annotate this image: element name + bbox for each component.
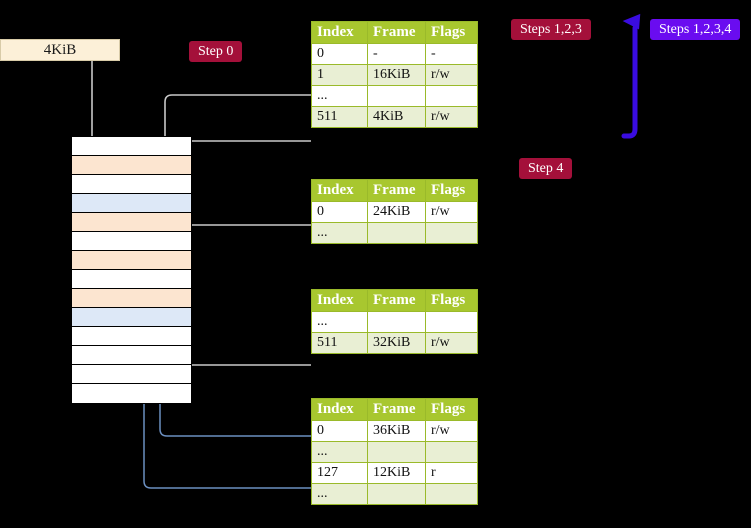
cell-frame: 4KiB <box>367 106 426 128</box>
cell-flags <box>425 85 478 107</box>
cell-frame: 32KiB <box>367 332 426 354</box>
column-header-frame: Frame <box>367 179 426 202</box>
column-header-frame: Frame <box>367 398 426 421</box>
memory-frame-row <box>72 384 191 403</box>
memory-frame-row <box>72 365 191 384</box>
cell-flags: r/w <box>425 106 478 128</box>
cell-index: 0 <box>311 43 368 65</box>
cell-index: ... <box>311 441 368 463</box>
cell-index: 127 <box>311 462 368 484</box>
column-header-index: Index <box>311 398 368 421</box>
cell-index: 1 <box>311 64 368 86</box>
memory-frame-row <box>72 270 191 289</box>
cell-index: ... <box>311 311 368 333</box>
cell-index: ... <box>311 483 368 505</box>
memory-frame-row <box>72 289 191 308</box>
cell-index: 0 <box>311 420 368 442</box>
size-label-4kib: 4KiB <box>0 39 120 61</box>
cell-index: ... <box>311 85 368 107</box>
memory-frame-row <box>72 308 191 327</box>
memory-frame-row <box>72 232 191 251</box>
badge-step-0: Step 0 <box>189 41 243 62</box>
column-header-index: Index <box>311 21 368 44</box>
badge-step-4: Step 4 <box>519 158 573 179</box>
page-table-row: ... <box>311 222 478 244</box>
page-table-row: ... <box>311 311 478 333</box>
cell-frame <box>367 441 426 463</box>
cell-flags: r/w <box>425 420 478 442</box>
column-header-flags: Flags <box>425 398 478 421</box>
cell-index: ... <box>311 222 368 244</box>
column-header-flags: Flags <box>425 289 478 312</box>
cell-frame: - <box>367 43 426 65</box>
cell-index: 0 <box>311 201 368 223</box>
cell-flags: r/w <box>425 201 478 223</box>
cell-index: 511 <box>311 106 368 128</box>
memory-frame-row <box>72 327 191 346</box>
cell-flags: r/w <box>425 332 478 354</box>
column-header-frame: Frame <box>367 21 426 44</box>
page-table-row: ... <box>311 441 478 463</box>
cell-flags <box>425 441 478 463</box>
cell-index: 511 <box>311 332 368 354</box>
memory-frame-row <box>72 156 191 175</box>
cell-frame <box>367 483 426 505</box>
cell-frame <box>367 85 426 107</box>
memory-frame-row <box>72 194 191 213</box>
column-header-frame: Frame <box>367 289 426 312</box>
badge-steps-1-2-3: Steps 1,2,3 <box>511 19 591 40</box>
cell-frame: 12KiB <box>367 462 426 484</box>
page-table-row: ... <box>311 483 478 505</box>
badge-steps-1-2-3-4: Steps 1,2,3,4 <box>650 19 741 40</box>
memory-frame-row <box>72 137 191 156</box>
page-table-row: ... <box>311 85 478 107</box>
cell-flags: r <box>425 462 478 484</box>
cell-flags <box>425 222 478 244</box>
memory-frame-row <box>72 346 191 365</box>
cell-flags: - <box>425 43 478 65</box>
cell-flags: r/w <box>425 64 478 86</box>
memory-frame-row <box>72 213 191 232</box>
memory-frame-row <box>72 251 191 270</box>
column-header-flags: Flags <box>425 21 478 44</box>
cell-frame: 16KiB <box>367 64 426 86</box>
cell-frame: 24KiB <box>367 201 426 223</box>
column-header-index: Index <box>311 179 368 202</box>
cell-frame <box>367 222 426 244</box>
physical-memory-column <box>71 136 192 404</box>
column-header-flags: Flags <box>425 179 478 202</box>
page-table-row: 0-- <box>311 43 478 65</box>
column-header-index: Index <box>311 289 368 312</box>
cell-frame <box>367 311 426 333</box>
cell-flags <box>425 311 478 333</box>
cell-flags <box>425 483 478 505</box>
cell-frame: 36KiB <box>367 420 426 442</box>
memory-frame-row <box>72 175 191 194</box>
